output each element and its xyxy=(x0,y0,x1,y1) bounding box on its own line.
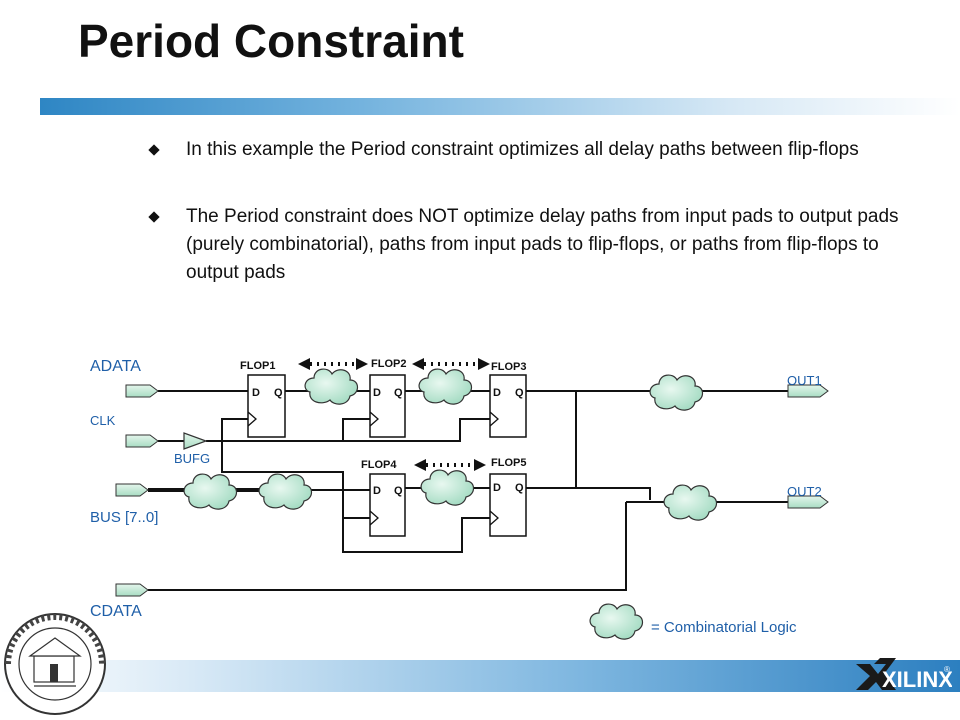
cdata-pad xyxy=(115,583,149,597)
bus-pad xyxy=(115,483,149,497)
logic-cloud-icon xyxy=(649,374,704,411)
pin-d-label: D xyxy=(373,387,381,399)
flop1-box xyxy=(247,374,286,438)
signal-labels: ADATA CLK BUFG BUS [7..0] CDATA OUT1 OUT… xyxy=(90,358,822,636)
out2-pad xyxy=(787,495,829,509)
adata-label: ADATA xyxy=(90,358,141,375)
flop5-box xyxy=(489,473,527,537)
output-pads xyxy=(787,384,829,509)
bus-label: BUS [7..0] xyxy=(90,509,158,526)
flop1-label: FLOP1 xyxy=(240,360,275,372)
legend-text: = Combinatorial Logic xyxy=(651,619,797,636)
arrow-heads xyxy=(298,358,490,471)
pin-d-label: D xyxy=(373,485,381,497)
pin-q-label: Q xyxy=(394,485,403,497)
arrow-right-icon xyxy=(356,358,368,370)
logic-cloud-icon xyxy=(258,473,313,510)
footer-bar xyxy=(0,660,960,692)
university-seal-logo xyxy=(4,613,106,715)
logic-cloud-icon xyxy=(420,469,475,506)
cdata-label: CDATA xyxy=(90,603,142,620)
flop2-label: FLOP2 xyxy=(371,358,406,370)
flop2-box xyxy=(369,374,406,438)
pin-q-label: Q xyxy=(274,387,283,399)
bullet-text: The Period constraint does NOT optimize … xyxy=(186,206,899,283)
logic-cloud-icon xyxy=(183,473,238,510)
arrow-left-icon xyxy=(412,358,424,370)
slide-title: Period Constraint xyxy=(78,15,464,67)
adata-pad xyxy=(125,384,159,398)
pin-d-label: D xyxy=(493,387,501,399)
bullet-text: In this example the Period constraint op… xyxy=(186,139,859,160)
title-underline xyxy=(40,98,960,115)
out1-label: OUT1 xyxy=(787,373,822,388)
logic-cloud-icon xyxy=(663,484,718,521)
pin-q-label: Q xyxy=(515,387,524,399)
out1-pad xyxy=(787,384,829,398)
period-path-arrows xyxy=(310,362,478,467)
pin-q-label: Q xyxy=(394,387,403,399)
flop4-label: FLOP4 xyxy=(361,459,397,471)
flop4-box xyxy=(369,473,406,537)
flop5-label: FLOP5 xyxy=(491,457,526,469)
xilinx-logo: XILINX ® xyxy=(856,658,952,692)
arrow-left-icon xyxy=(414,459,426,471)
pin-d-label: D xyxy=(493,482,501,494)
clk-label: CLK xyxy=(90,413,116,428)
flop3-label: FLOP3 xyxy=(491,361,526,373)
wires xyxy=(148,390,788,591)
flop-labels: FLOP1 FLOP2 FLOP3 FLOP4 FLOP5 xyxy=(240,358,526,471)
arrow-right-icon xyxy=(478,358,490,370)
out2-label: OUT2 xyxy=(787,484,822,499)
bufg-buffer xyxy=(183,432,208,450)
legend-cloud-icon xyxy=(589,603,644,640)
input-pads xyxy=(115,384,159,597)
trademark-mark: ® xyxy=(944,665,950,674)
logic-cloud-icon xyxy=(304,368,359,405)
clk-pad xyxy=(125,434,159,448)
bullet-item: The Period constraint does NOT optimize … xyxy=(148,203,926,287)
arrow-right-icon xyxy=(474,459,486,471)
bullet-item: In this example the Period constraint op… xyxy=(148,136,926,164)
clock-markers xyxy=(247,411,499,526)
flip-flops xyxy=(247,374,527,537)
logic-cloud-icon xyxy=(418,368,473,405)
pin-d-label: D xyxy=(252,387,260,399)
xilinx-logo-text: XILINX xyxy=(882,667,952,692)
circuit-diagram: D Q D Q D Q D Q D Q FLOP1 FLOP2 FLOP3 FL… xyxy=(90,358,829,640)
flop3-box xyxy=(489,374,527,438)
pin-labels: D Q D Q D Q D Q D Q xyxy=(252,387,524,497)
arrow-left-icon xyxy=(298,358,310,370)
pin-q-label: Q xyxy=(515,482,524,494)
bufg-label: BUFG xyxy=(174,451,210,466)
